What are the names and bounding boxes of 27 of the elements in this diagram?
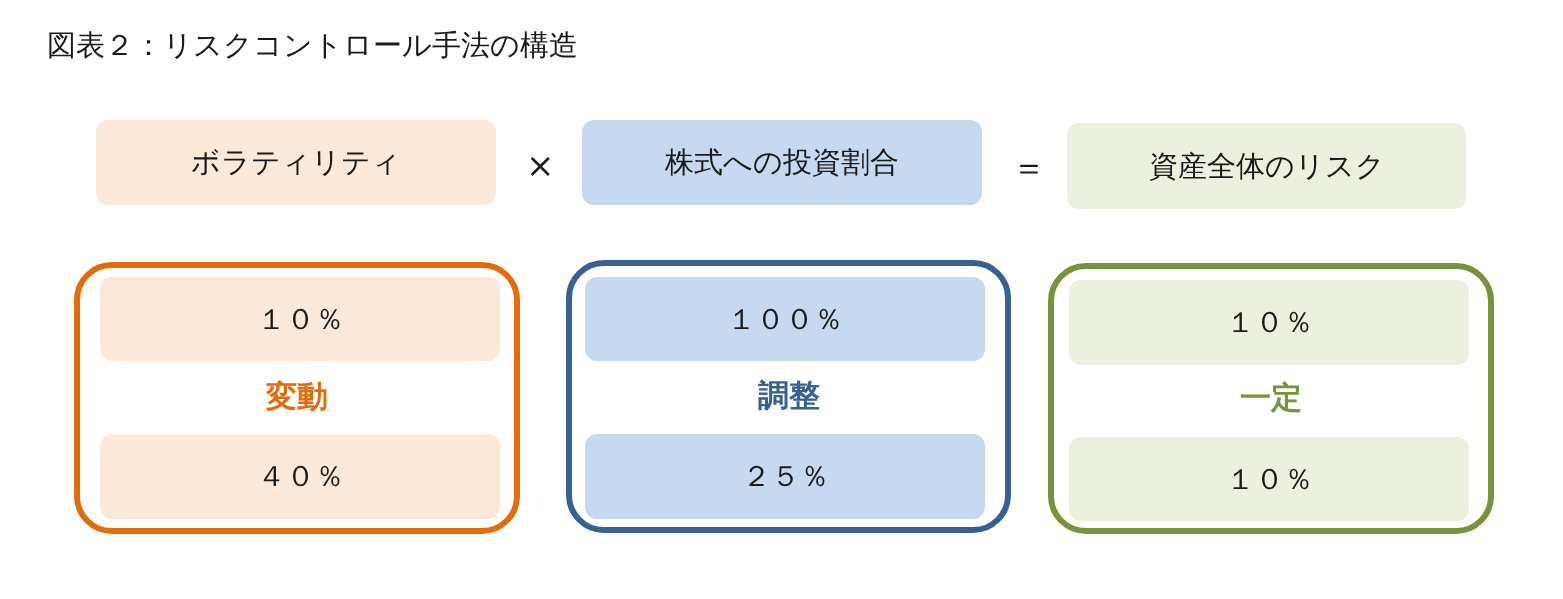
percent-value: ４０％	[256, 459, 344, 494]
group-label: 一定	[1240, 379, 1302, 417]
percent-value: １０％	[1225, 461, 1313, 497]
figure-title: 図表２：リスクコントロール手法の構造	[47, 28, 578, 63]
group-label: 変動	[266, 378, 328, 416]
factor-box	[582, 120, 982, 205]
value-box	[585, 277, 985, 361]
result-label: 資産全体のリスク	[1148, 148, 1385, 184]
result-box	[1067, 123, 1466, 209]
percent-value: １００％	[727, 301, 843, 337]
value-box	[100, 277, 500, 361]
equals-sign: ＝	[1012, 150, 1046, 184]
percent-value: １０％	[256, 301, 344, 337]
group-frame	[74, 262, 520, 534]
value-box	[585, 434, 985, 519]
group-label: 調整	[757, 377, 820, 415]
value-box	[1069, 437, 1469, 521]
value-box	[1069, 280, 1469, 365]
group-frame	[1048, 263, 1494, 534]
group-frame	[566, 260, 1011, 533]
value-box	[100, 434, 500, 519]
percent-value: １０％	[1225, 305, 1313, 340]
factor-box	[96, 120, 496, 205]
factor-label: 株式への投資割合	[665, 145, 899, 180]
percent-value: ２５％	[741, 459, 829, 494]
factor-label: ボラティリティ	[191, 145, 401, 180]
multiply-sign: ×	[526, 148, 555, 182]
